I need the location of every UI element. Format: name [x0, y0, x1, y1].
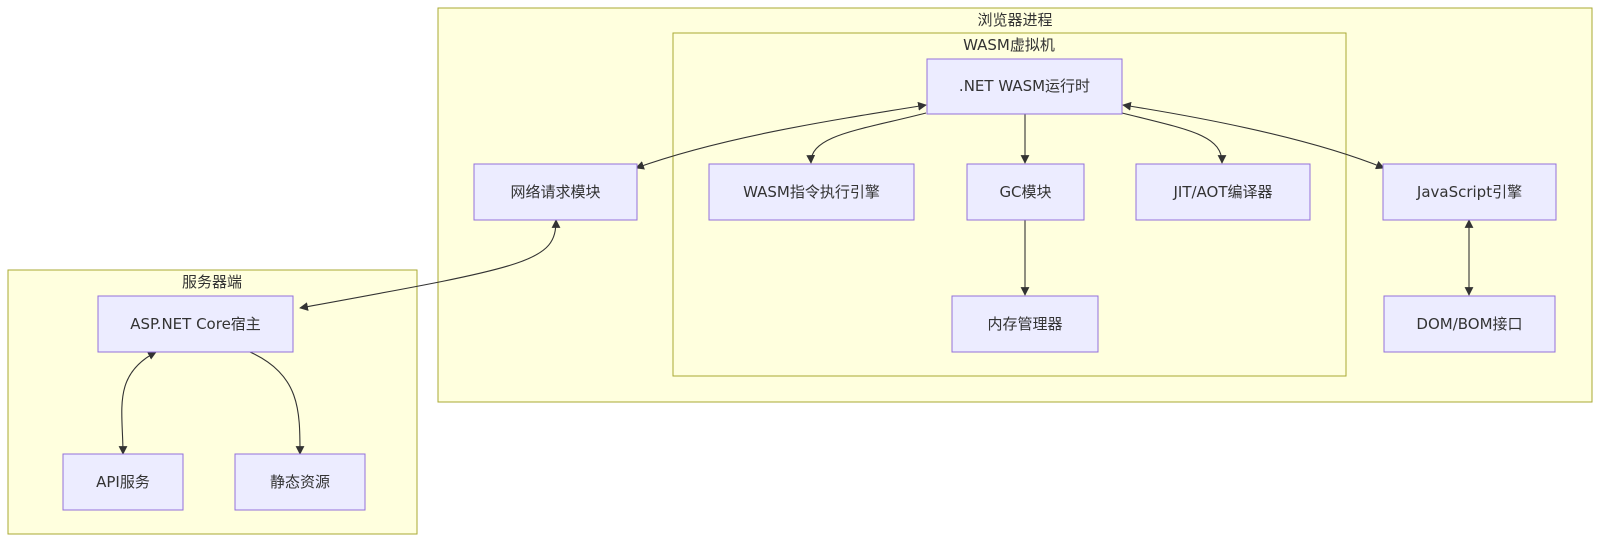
- node-network-request-module[interactable]: 网络请求模块: [473, 163, 638, 221]
- node-static-resources[interactable]: 静态资源: [234, 453, 366, 511]
- node-memory-manager[interactable]: 内存管理器: [951, 295, 1099, 353]
- cluster-server-label: 服务器端: [182, 273, 242, 291]
- edge-runtime-js: [1122, 101, 1385, 170]
- cluster-wasm-vm-label: WASM虚拟机: [963, 36, 1055, 54]
- node-dotnet-wasm-runtime-label: .NET WASM运行时: [959, 77, 1090, 95]
- edges: [118, 101, 1474, 455]
- node-aspnet-core-host[interactable]: ASP.NET Core宿主: [97, 295, 294, 353]
- node-jit-aot-compiler[interactable]: JIT/AOT编译器: [1135, 163, 1311, 221]
- node-gc-module[interactable]: GC模块: [966, 163, 1085, 221]
- edge-aspnet-api: [118, 351, 157, 455]
- node-dotnet-wasm-runtime[interactable]: .NET WASM运行时: [926, 58, 1123, 115]
- node-wasm-exec-engine[interactable]: WASM指令执行引擎: [708, 163, 915, 221]
- node-static-resources-label: 静态资源: [270, 473, 330, 491]
- node-wasm-exec-engine-label: WASM指令执行引擎: [743, 183, 880, 201]
- node-dom-bom-interface-label: DOM/BOM接口: [1416, 315, 1522, 333]
- node-api-service-label: API服务: [96, 473, 150, 491]
- node-aspnet-core-host-label: ASP.NET Core宿主: [130, 315, 261, 333]
- edge-runtime-exec: [806, 112, 927, 164]
- node-jit-aot-compiler-label: JIT/AOT编译器: [1172, 183, 1272, 201]
- node-memory-manager-label: 内存管理器: [987, 315, 1062, 333]
- cluster-browser-process-label: 浏览器进程: [977, 11, 1052, 29]
- node-network-request-module-label: 网络请求模块: [510, 183, 600, 201]
- edge-network-aspnet: [299, 219, 561, 311]
- edge-runtime-network: [635, 101, 927, 170]
- edge-aspnet-static: [249, 351, 305, 455]
- node-api-service[interactable]: API服务: [62, 453, 184, 511]
- node-dom-bom-interface[interactable]: DOM/BOM接口: [1383, 295, 1556, 353]
- node-javascript-engine-label: JavaScript引擎: [1416, 183, 1522, 201]
- node-javascript-engine[interactable]: JavaScript引擎: [1382, 163, 1557, 221]
- node-gc-module-label: GC模块: [999, 183, 1051, 201]
